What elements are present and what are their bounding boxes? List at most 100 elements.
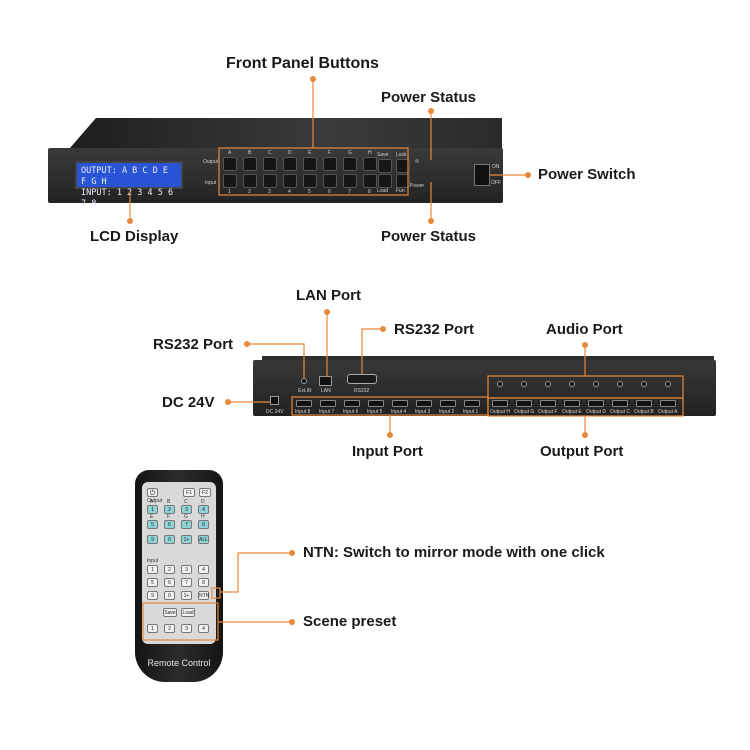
output-hdmi-port <box>564 400 580 407</box>
ntn-leader <box>220 552 292 593</box>
output-port-caption: Output D <box>586 409 607 415</box>
input-port-caption: Input 1 <box>463 409 479 415</box>
front-output-button[interactable] <box>343 157 357 171</box>
remote-output-key[interactable]: 2 <box>164 505 175 514</box>
remote-power-icon[interactable]: ⏻ <box>147 488 158 497</box>
front-input-button[interactable] <box>343 174 357 188</box>
switch-off-label: OFF <box>491 180 501 186</box>
remote-output-key[interactable]: 5 <box>147 520 158 529</box>
scene-preset-label: Scene preset <box>303 613 397 630</box>
remote-input-key[interactable]: 7 <box>181 578 192 587</box>
front-output-button[interactable] <box>243 157 257 171</box>
rear-ext-ir-label: Ext.IR <box>298 388 312 394</box>
output-hdmi-port <box>492 400 508 407</box>
output-port-caption: Output H <box>490 409 511 415</box>
front-fun-button[interactable] <box>396 174 410 188</box>
remote-output-letter: D <box>201 499 205 505</box>
front-input-number: 4 <box>288 189 291 195</box>
output-port-label: Output Port <box>540 443 624 460</box>
remote-f1-button[interactable]: F1 <box>183 488 195 497</box>
input-port-caption: Input 7 <box>319 409 335 415</box>
remote-output-key[interactable]: 0 <box>164 535 175 544</box>
front-input-button[interactable] <box>283 174 297 188</box>
lan-port-label: LAN Port <box>296 287 361 304</box>
output-port-caption: Output E <box>562 409 582 415</box>
front-input-button[interactable] <box>303 174 317 188</box>
front-lock-button[interactable] <box>396 159 410 173</box>
front-output-button[interactable] <box>223 157 237 171</box>
remote-scene-key[interactable]: 2 <box>164 624 175 633</box>
front-input-button[interactable] <box>363 174 377 188</box>
front-device-top <box>70 118 502 148</box>
front-load-button[interactable] <box>378 174 392 188</box>
audio-jack <box>665 381 671 387</box>
remote-output-key[interactable]: 1 <box>147 505 158 514</box>
power-rocker-switch[interactable] <box>474 164 490 186</box>
rs232-connector <box>347 374 377 384</box>
remote-input-key[interactable]: 4 <box>198 565 209 574</box>
front-input-number: 2 <box>248 189 251 195</box>
front-output-button[interactable] <box>303 157 317 171</box>
output-hdmi-port <box>588 400 604 407</box>
remote-input-key[interactable]: 1 <box>147 565 158 574</box>
input-port-caption: Input 8 <box>295 409 311 415</box>
remote-output-key[interactable]: ALL <box>198 535 209 544</box>
remote-output-key[interactable]: 9 <box>147 535 158 544</box>
front-output-letter: A <box>228 150 232 156</box>
remote-save-key[interactable]: Save <box>163 608 177 617</box>
remote-scene-key[interactable]: 4 <box>198 624 209 633</box>
remote-load-key[interactable]: Load <box>181 608 195 617</box>
remote-input-key[interactable]: 5 <box>147 578 158 587</box>
rs232-port-left-label: RS232 Port <box>153 336 234 353</box>
remote-input-key[interactable]: 2 <box>164 565 175 574</box>
remote-output-key[interactable]: 7 <box>181 520 192 529</box>
front-input-button[interactable] <box>223 174 237 188</box>
rs232-left-dot <box>244 341 250 347</box>
remote-input-key[interactable]: 0 <box>164 591 175 600</box>
remote-output-key[interactable]: 6 <box>164 520 175 529</box>
rear-lan-label: LAN <box>321 388 331 394</box>
output-hdmi-port <box>636 400 652 407</box>
remote-input-key[interactable]: 9 <box>147 591 158 600</box>
front-buttons-dot <box>310 76 316 82</box>
remote-output-key[interactable]: 8 <box>198 520 209 529</box>
remote-output-key[interactable]: 1+ <box>181 535 192 544</box>
remote-input-key[interactable]: 6 <box>164 578 175 587</box>
audio-port-dot <box>582 342 588 348</box>
lcd-line-2: INPUT: 1 2 3 4 5 6 7 8 <box>81 188 174 209</box>
remote-output-letter: G <box>184 514 188 520</box>
remote-output-key[interactable]: 3 <box>181 505 192 514</box>
front-panel-buttons-label: Front Panel Buttons <box>226 55 379 72</box>
front-input-button[interactable] <box>323 174 337 188</box>
ntn-label: NTN: Switch to mirror mode with one clic… <box>303 544 605 561</box>
power-status-top-dot <box>428 108 434 114</box>
ext-ir-jack <box>301 378 307 384</box>
remote-scene-key[interactable]: 1 <box>147 624 158 633</box>
front-input-button[interactable] <box>263 174 277 188</box>
audio-jack <box>569 381 575 387</box>
front-save-button[interactable] <box>378 159 392 173</box>
front-output-button[interactable] <box>263 157 277 171</box>
remote-input-key[interactable]: 1+ <box>181 591 192 600</box>
remote-ntn-key[interactable]: NTN <box>198 591 210 600</box>
front-output-button[interactable] <box>363 157 377 171</box>
remote-brand: Remote Control <box>147 658 211 668</box>
rs232-port-right-label: RS232 Port <box>394 321 475 338</box>
front-input-number: 7 <box>348 189 351 195</box>
remote-input-key[interactable]: 8 <box>198 578 209 587</box>
front-output-button[interactable] <box>283 157 297 171</box>
remote-output-key[interactable]: 4 <box>198 505 209 514</box>
input-hdmi-port <box>440 400 456 407</box>
front-output-label: Output <box>203 159 219 165</box>
remote-input-key[interactable]: 3 <box>181 565 192 574</box>
power-status-bottom-label: Power Status <box>381 228 477 245</box>
input-port-caption: Input 2 <box>439 409 455 415</box>
front-output-button[interactable] <box>323 157 337 171</box>
output-hdmi-port <box>540 400 556 407</box>
front-lock-label: Lock <box>396 152 407 158</box>
front-input-button[interactable] <box>243 174 257 188</box>
remote-scene-key[interactable]: 3 <box>181 624 192 633</box>
audio-jack <box>617 381 623 387</box>
remote-f2-button[interactable]: F2 <box>199 488 211 497</box>
front-load-label: Load <box>377 188 389 194</box>
